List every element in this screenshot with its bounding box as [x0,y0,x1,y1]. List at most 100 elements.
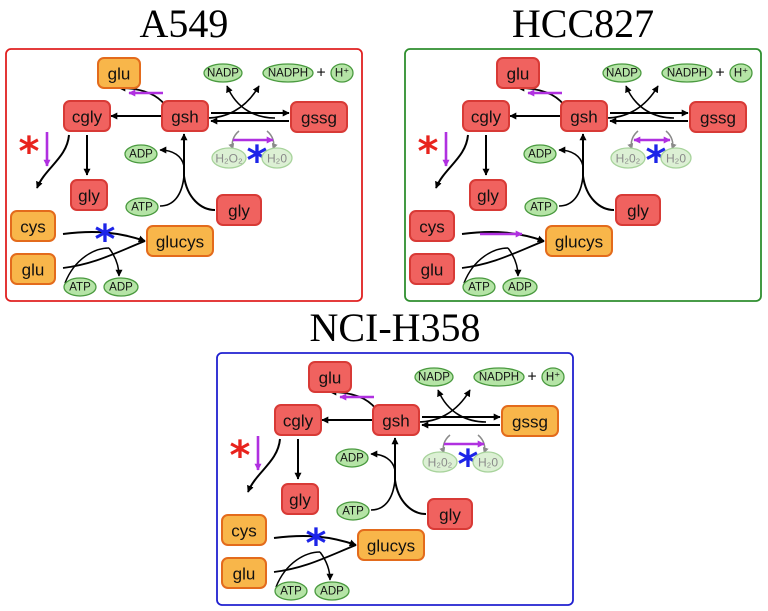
cofactor-oval [472,451,504,473]
cofactor-oval [610,147,646,169]
metabolite-cgly: cgly [63,100,111,132]
cofactor-nadp: NADP [203,63,243,83]
metabolite-gly-right: gly [427,498,473,530]
cofactor-label: NADP [418,372,450,384]
arrow-to-adp-bottom [108,247,123,277]
metabolite-box [560,100,608,132]
metabolite-glu-bottom: glu [221,557,267,589]
metabolite-box [615,194,661,226]
metabolite-glu-top: glu [496,57,540,89]
plus-sign: + [527,369,536,386]
cofactor-label: H⁺ [546,372,560,384]
metabolite-label: glu [233,565,256,584]
metabolite-box [372,404,420,436]
metabolite-glucys: glucys [357,529,425,561]
cofactor-label: NADPH [268,68,308,80]
cofactor-h2o2: H₂O₂ [211,147,247,169]
arrow-glu-to-glucys [461,240,545,269]
metabolite-box [290,101,348,133]
cofactor-label: ADP [109,282,133,294]
panel-frame [404,48,762,302]
arrow-glu-to-glucys [62,240,146,269]
metabolite-cys: cys [221,514,267,546]
metabolite-glucys: glucys [545,225,613,257]
panel-title-hcc827: HCC827 [511,1,655,46]
metabolite-box [161,100,209,132]
metabolite-box [689,101,747,133]
cofactor-h2o2: H₂0₂ [610,147,646,169]
metabolite-box [63,100,111,132]
cofactor-h2o: H₂0 [660,147,692,169]
metabolite-box [10,253,56,285]
cofactor-label: H₂0 [666,152,686,166]
arrow-atp-bottom-path [64,247,110,284]
cofactor-label: ATP [131,202,153,214]
cofactor-adp-mid: ADP [124,144,158,164]
metabolite-label: gssg [512,413,548,432]
cofactor-nadph: NADPH [262,63,314,83]
metabolite-box [146,225,214,257]
metabolite-label: glu [108,65,131,84]
arrow-cgly-to-cys [247,438,281,493]
cofactor-oval [502,277,538,297]
metabolite-label: gly [439,506,461,525]
cofactor-oval [729,63,753,83]
panel-title-a549: A549 [139,1,229,46]
cofactor-hplus: H⁺ [330,63,354,83]
arrow-atp-to-gsh-path [159,175,185,207]
metabolite-label: gly [289,491,311,510]
cofactor-oval [124,144,158,164]
cofactor-oval [414,367,454,387]
metabolite-glu-bottom: glu [10,253,56,285]
metabolite-label: glu [319,369,342,388]
arrow-to-h2o2 [627,130,639,150]
cofactor-label: ATP [69,282,91,294]
cofactor-label: ADP [528,149,552,161]
cofactor-oval [103,277,139,297]
cofactor-oval [63,277,97,297]
cofactor-label: ADP [320,586,344,598]
metabolite-label: glu [507,65,530,84]
arrow-gsh-to-glu-top [329,388,377,410]
metabolite-label: glucys [156,233,204,252]
arrow-atp-to-gsh-path [558,175,584,207]
cofactor-oval [660,147,692,169]
cofactor-h2o2: H₂0₂ [422,451,458,473]
metabolite-box [357,529,425,561]
metabolite-gssg: gssg [501,405,559,437]
cofactor-label: H₂0₂ [616,152,641,166]
significance-star-blue-bottom: * [95,217,116,263]
cofactor-adp-bottom: ADP [314,581,350,601]
cofactor-label: NADP [207,68,239,80]
arrow-to-nadp [226,85,276,119]
significance-star-blue-bottom: * [306,521,327,567]
cofactor-oval [661,63,713,83]
cofactor-oval [523,144,557,164]
metabolite-box [462,100,510,132]
metabolite-glu-top: glu [308,361,352,393]
arrow-gsh-to-glu-top [118,84,166,106]
cofactor-nadp: NADP [414,367,454,387]
cofactor-atp-mid: ATP [336,501,370,521]
metabolite-gsh: gsh [372,404,420,436]
cofactor-oval [422,451,458,473]
cofactor-hplus: H⁺ [541,367,565,387]
metabolite-label: gsh [570,108,597,127]
cofactor-oval [125,197,159,217]
arrow-gsh-path-to-adp [370,450,396,471]
panel-frame [5,48,363,302]
metabolite-cgly: cgly [274,404,322,436]
arrow-cys-to-glucys [62,231,146,243]
arrow-to-nadp [437,389,487,423]
plus-sign: + [715,65,724,82]
arrow-atp-to-gsh-path [370,479,396,511]
cofactor-oval [274,581,308,601]
arrow-to-nadp [625,85,675,119]
metabolite-label: gly [627,202,649,221]
cofactor-label: NADP [606,68,638,80]
arrow-gly-to-gsh [180,133,216,211]
arrow-to-adp-bottom [319,551,334,581]
metabolite-label: cgly [283,412,314,431]
